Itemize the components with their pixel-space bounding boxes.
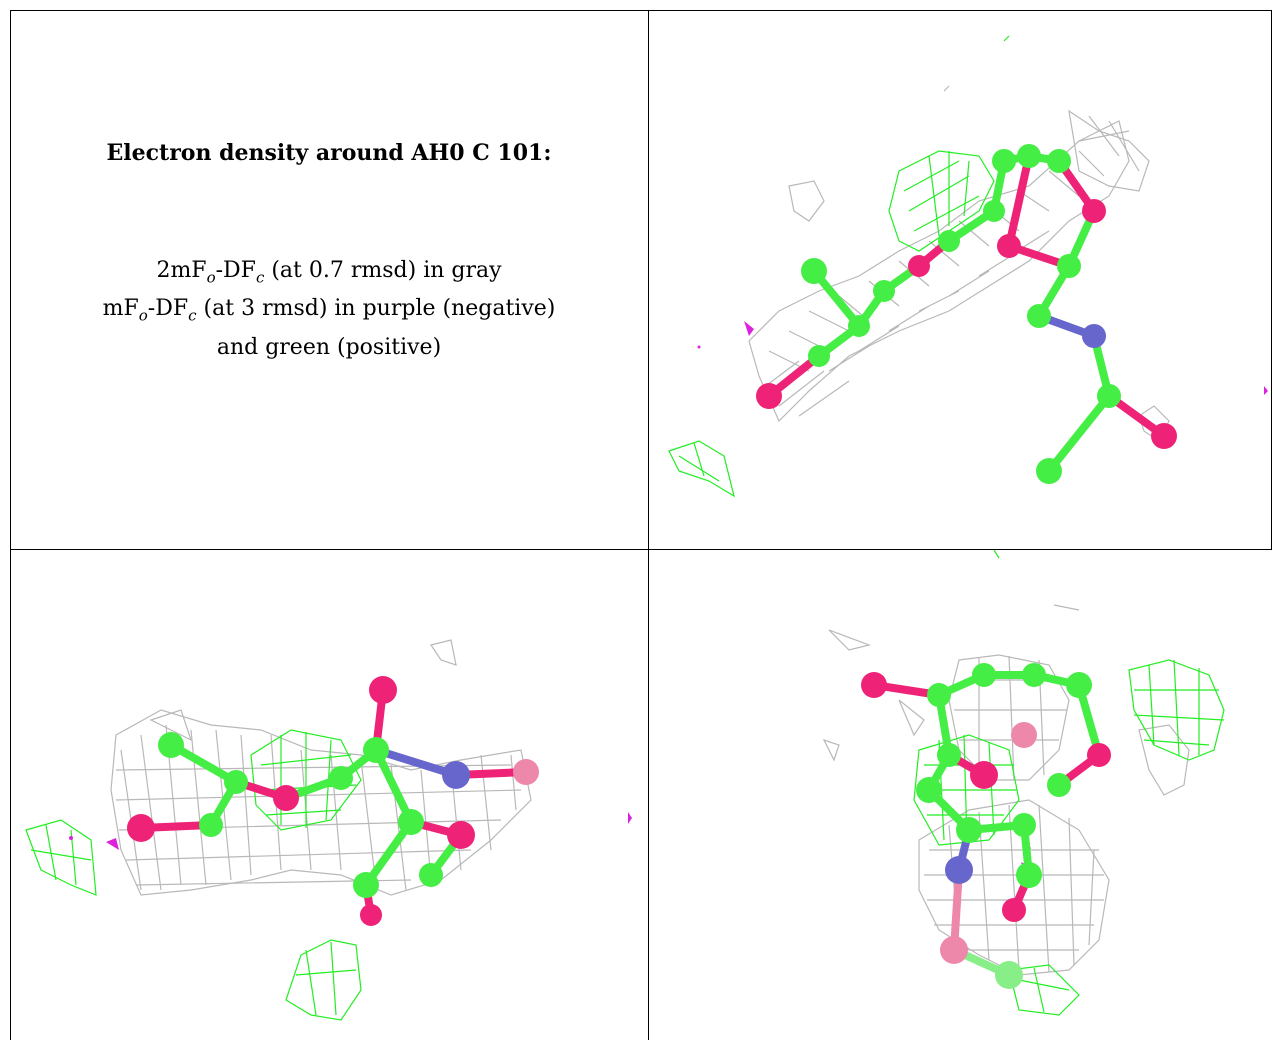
caption-description: 2mFo-DFc (at 0.7 rmsd) in gray mFo-DFc (… [10,255,648,363]
atoms [861,663,1111,989]
table-border-top [10,10,1272,11]
density-view-top-right [649,11,1271,549]
molecule-view-icon [822,550,1225,1016]
caption-title: Electron density around AH0 C 101: [106,140,552,166]
caption-line-colors: and green (positive) [216,334,442,360]
table-border-left [10,10,11,1040]
density-view-bottom-right [649,550,1271,1040]
caption-line-fofc: mFo-DFc (at 3 rmsd) in purple (negative) [102,296,556,325]
green-mesh [25,729,362,1021]
gray-mesh [110,639,532,896]
molecule-view-icon [668,35,1268,498]
table-border-right [1271,10,1272,550]
table-border-middle [648,10,649,1040]
purple-mesh [69,812,632,850]
atoms [756,144,1177,484]
atoms [127,676,539,926]
gray-mesh [822,604,1190,976]
table-row-divider-right [648,549,1272,550]
table-row-divider-left [10,549,650,550]
caption-line-2fofc: 2mFo-DFc (at 0.7 rmsd) in gray [156,258,502,287]
green-mesh [668,35,1010,498]
density-view-bottom-left [11,550,648,1040]
caption-cell: Electron density around AH0 C 101: 2mFo-… [10,10,648,549]
molecule-view-icon [25,639,632,1021]
gray-mesh [748,85,1170,442]
purple-mesh [697,321,1268,395]
